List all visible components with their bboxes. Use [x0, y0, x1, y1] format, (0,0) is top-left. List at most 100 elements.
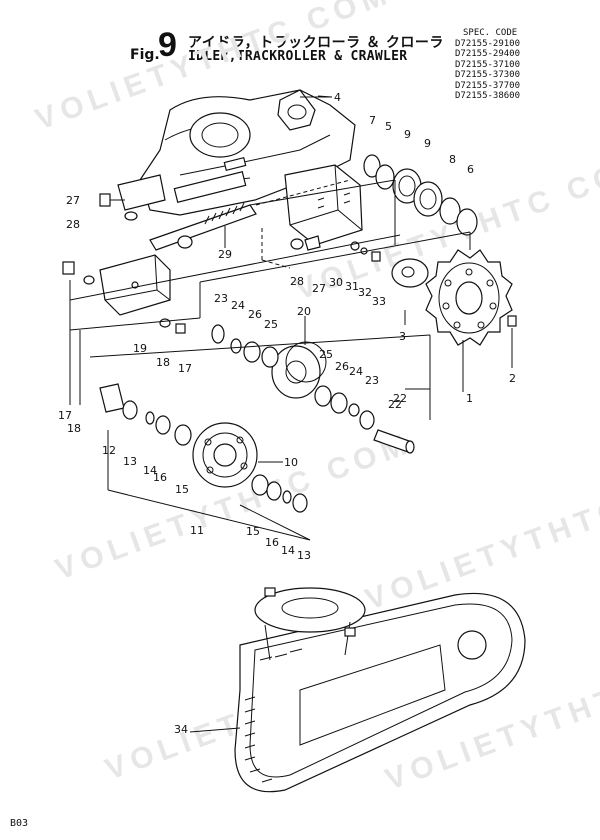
part-29-rod: [149, 202, 257, 251]
bolt-17: [175, 323, 186, 334]
part-30-bracket: [284, 164, 363, 246]
part-23-cap: [211, 324, 225, 344]
washer-18: [159, 318, 171, 328]
callout-label: 19: [133, 342, 147, 355]
callout-label: 5: [385, 120, 392, 133]
callout-label: 33: [372, 295, 386, 308]
callout-label: 25: [264, 318, 278, 331]
part-14-ring: [145, 411, 155, 425]
callout-label: 24: [349, 365, 363, 378]
title-japanese: アイドラ，トラックローラ ＆ クローラ: [188, 35, 444, 51]
figure-number: 9: [158, 26, 177, 64]
callout-label: 29: [218, 248, 232, 261]
washer-28-left: [124, 211, 138, 221]
spec-code-block: SPEC. CODE D72155-29100 D72155-29400 D72…: [455, 28, 520, 102]
callout-label: 30: [329, 276, 343, 289]
callout-label: 27: [66, 194, 80, 207]
callout-label: 9: [404, 128, 411, 141]
bearing-set-upper: [363, 154, 478, 236]
title-english: IDLER,TRACKROLLER & CRAWLER: [188, 49, 408, 64]
callout-label: 18: [67, 422, 81, 435]
callout-label: 9: [424, 137, 431, 150]
bolt-33: [371, 251, 381, 262]
callout-label: 25: [319, 348, 333, 361]
spec-code: D72155-38600: [455, 91, 521, 101]
callout-label: 17: [58, 409, 72, 422]
callout-label: 2: [509, 372, 516, 385]
callout-label: 16: [153, 471, 167, 484]
callout-label: 3: [399, 330, 406, 343]
page-number: B03: [10, 818, 29, 829]
callout-label: 13: [123, 455, 137, 468]
callout-label: 15: [175, 483, 189, 496]
callout-label: 8: [449, 153, 456, 166]
part-12-shaft: [99, 383, 125, 413]
callout-label: 18: [156, 356, 170, 369]
callout-label: 26: [248, 308, 262, 321]
callout-label: 13: [297, 549, 311, 562]
spec-code: D72155-37700: [455, 80, 521, 91]
callout-label: 14: [143, 464, 157, 477]
watermark: VOLIETYTHTC COM: [361, 457, 600, 617]
callout-label: 28: [290, 275, 304, 288]
callout-label: 14: [281, 544, 295, 557]
callout-label: 1: [466, 392, 473, 405]
bolt-17-left: [62, 261, 75, 275]
callout-label: 27: [312, 282, 326, 295]
callout-label: 22: [388, 398, 402, 411]
part-16-seal-b: [266, 481, 282, 501]
washer-28: [290, 238, 304, 250]
callout-label: 22: [393, 392, 407, 405]
callout-label: 31: [345, 280, 359, 293]
callout-label: 17: [178, 362, 192, 375]
callout-label: 7: [369, 114, 376, 127]
part-25-ring-b: [314, 385, 332, 407]
callout-label: 12: [102, 444, 116, 457]
callout-label: 24: [231, 299, 245, 312]
part-20-roller: [271, 341, 327, 399]
callout-label: 28: [66, 218, 80, 231]
part-26-seal: [243, 341, 261, 363]
callout-label: 20: [297, 305, 311, 318]
part-24-ring-b: [348, 403, 360, 417]
figure-label: Fig.: [130, 47, 160, 63]
part-19-plate: [99, 254, 171, 316]
callout-label: 34: [174, 723, 188, 736]
part-1-sprocket: [425, 249, 513, 346]
spec-code: D72155-37300: [455, 70, 521, 80]
part-25-ring: [261, 346, 279, 368]
callout-label: 10: [284, 456, 298, 469]
part-26-seal-b: [330, 392, 348, 414]
callout-label: 16: [265, 536, 279, 549]
callout-label: 23: [365, 374, 379, 387]
part-34-crawler: [234, 587, 526, 793]
callout-label: 11: [190, 524, 204, 537]
part-16-seal: [155, 415, 171, 435]
part-23-cap-b: [359, 410, 375, 430]
spec-code-heading: SPEC. CODE: [463, 28, 518, 38]
part-24-ring: [230, 338, 242, 354]
part-13-cap: [122, 400, 138, 420]
callout-label: 6: [467, 163, 474, 176]
leader-lines: [69, 95, 513, 733]
part-22-shaft-end: [405, 440, 415, 454]
part-15-ring: [174, 424, 192, 446]
callout-label: 32: [358, 286, 372, 299]
bolt-27: [304, 235, 321, 251]
callout-label: 26: [335, 360, 349, 373]
part-4-bracket: [277, 89, 332, 131]
callout-label: 4: [334, 91, 341, 104]
part-3-hub: [391, 258, 429, 288]
bolt-2: [507, 315, 517, 327]
part-10-roller: [192, 422, 258, 488]
callout-label: 23: [214, 292, 228, 305]
spec-code: D72155-29400: [455, 49, 521, 59]
spec-code: D72155-37100: [455, 59, 521, 70]
callout-labels: 1 2 3 4 5 6 7 8 9 9 10 11 12 13 13 14 14…: [58, 91, 516, 736]
part-13-cap-b: [292, 493, 308, 513]
bolt-27-left: [99, 193, 125, 207]
part-14-ring-b: [282, 490, 292, 504]
part-15-ring-b: [251, 474, 269, 496]
callout-label: 15: [246, 525, 260, 538]
